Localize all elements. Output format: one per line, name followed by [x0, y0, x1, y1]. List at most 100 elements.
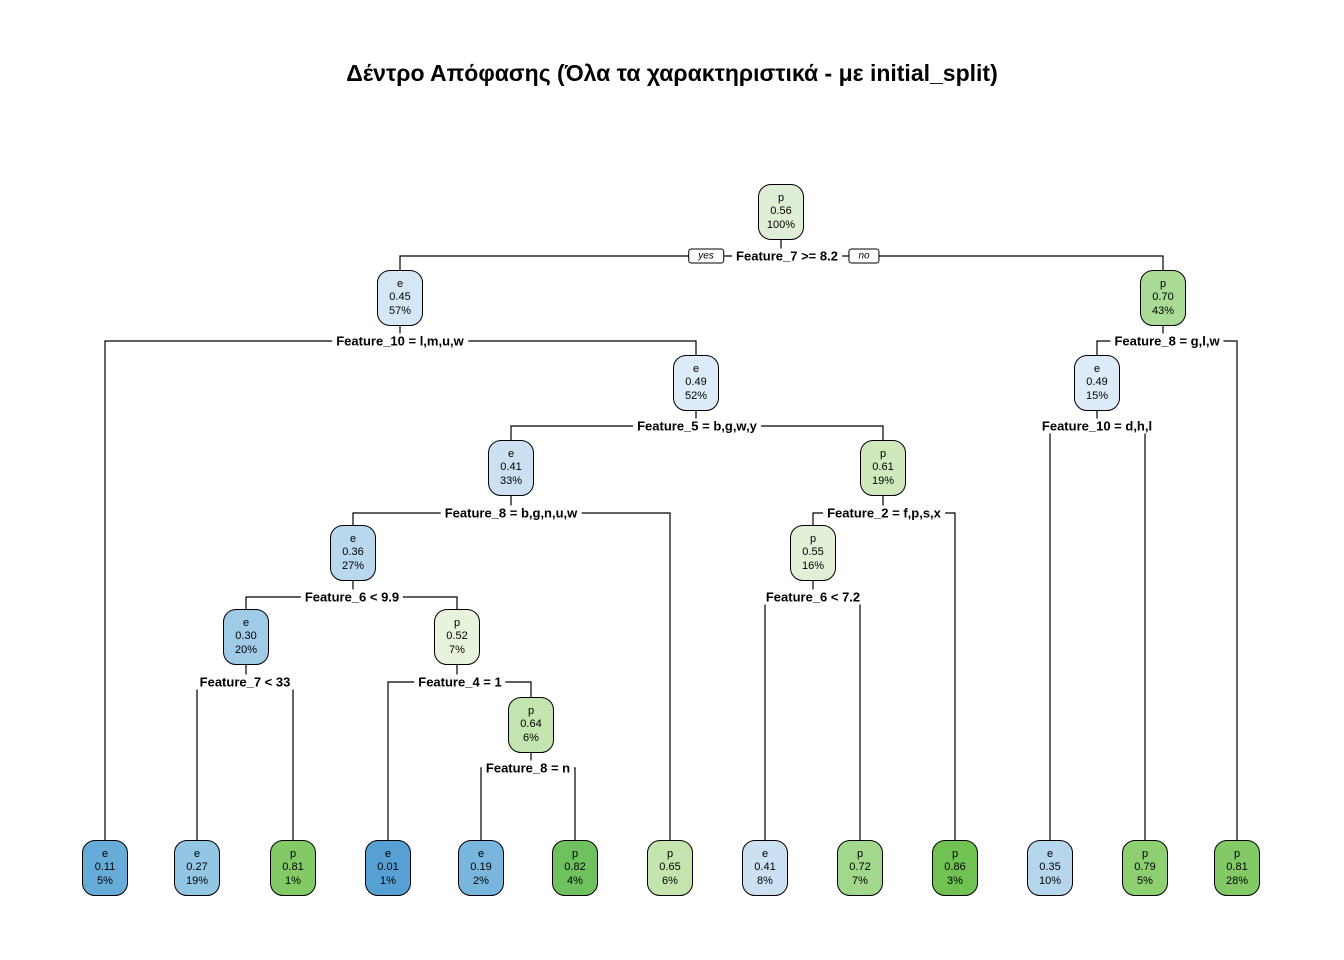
node-percentage: 20% [234, 643, 258, 656]
tree-leaf-1: e 0.11 5% [82, 840, 128, 896]
node-percentage: 7% [852, 874, 868, 887]
tree-node-n-rl: e 0.49 15% [1074, 355, 1120, 411]
tree-node-n-lrl: e 0.41 33% [488, 440, 534, 496]
node-probability: 0.81 [282, 861, 304, 874]
node-class-label: e [396, 277, 404, 290]
node-class-label: e [193, 847, 201, 860]
node-class-label: p [1141, 847, 1149, 860]
node-percentage: 57% [388, 304, 412, 317]
node-probability: 0.86 [944, 861, 966, 874]
node-percentage: 10% [1038, 874, 1062, 887]
split-label-7-feature-6: Feature_6 < 9.9 [300, 589, 404, 605]
tree-leaf-4: e 0.01 1% [365, 840, 411, 896]
node-class-label: p [1159, 277, 1167, 290]
node-probability: 0.79 [1134, 861, 1156, 874]
tree-node-n-6l: e 0.30 20% [223, 609, 269, 665]
node-class-label: e [1093, 362, 1101, 375]
node-class-label: p [951, 847, 959, 860]
parent-stub-lines [245, 239, 1164, 768]
node-probability: 0.01 [377, 861, 399, 874]
node-probability: 0.70 [1152, 291, 1174, 304]
node-probability: 0.49 [685, 376, 707, 389]
tree-leaf-13: p 0.81 28% [1214, 840, 1260, 896]
branch-elbow-lines [104, 255, 1238, 841]
node-probability: 0.19 [470, 861, 492, 874]
node-probability: 0.65 [659, 861, 681, 874]
tree-node-n-lr: e 0.49 52% [673, 355, 719, 411]
node-class-label: e [384, 847, 392, 860]
node-percentage: 4% [567, 874, 583, 887]
tree-node-n-lrll: e 0.36 27% [330, 525, 376, 581]
node-class-label: e [692, 362, 700, 375]
split-label-6-feature-2: Feature_2 = f,p,s,x [823, 505, 945, 521]
node-probability: 0.81 [1226, 861, 1248, 874]
node-percentage: 6% [662, 874, 678, 887]
node-class-label: p [809, 532, 817, 545]
node-probability: 0.41 [754, 861, 776, 874]
tree-leaf-10: p 0.86 3% [932, 840, 978, 896]
tree-node-n-7: p 0.64 6% [508, 697, 554, 753]
node-probability: 0.49 [1086, 376, 1108, 389]
node-percentage: 100% [766, 218, 796, 231]
node-probability: 0.61 [872, 461, 894, 474]
node-probability: 0.55 [802, 546, 824, 559]
node-class-label: p [879, 447, 887, 460]
node-class-label: p [666, 847, 674, 860]
node-probability: 0.45 [389, 291, 411, 304]
split-label-8-feature-6: Feature_6 < 7.2 [761, 589, 865, 605]
node-class-label: e [1046, 847, 1054, 860]
tree-node-n-lrr: p 0.61 19% [860, 440, 906, 496]
split-label-1-feature-10: Feature_10 = l,m,u,w [332, 333, 468, 349]
node-percentage: 19% [185, 874, 209, 887]
split-label-0-feature-7: Feature_7 >= 8.2 [732, 248, 842, 264]
split-label-9-feature-7: Feature_7 < 33 [195, 674, 295, 690]
tree-leaf-12: p 0.79 5% [1122, 840, 1168, 896]
node-probability: 0.41 [500, 461, 522, 474]
plot-title: Δέντρο Απόφασης (Όλα τα χαρακτηριστικά -… [346, 60, 998, 86]
node-percentage: 8% [757, 874, 773, 887]
node-probability: 0.11 [94, 861, 116, 874]
node-percentage: 33% [499, 474, 523, 487]
tree-leaf-5: e 0.19 2% [458, 840, 504, 896]
node-class-label: e [242, 616, 250, 629]
split-label-4-feature-10: Feature_10 = d,h,l [1037, 418, 1157, 434]
node-class-label: e [761, 847, 769, 860]
node-percentage: 16% [801, 559, 825, 572]
node-percentage: 1% [285, 874, 301, 887]
node-class-label: p [453, 616, 461, 629]
split-label-5-feature-8: Feature_8 = b,g,n,u,w [440, 505, 582, 521]
no-branch-badge: no [848, 248, 880, 264]
tree-leaf-2: e 0.27 19% [174, 840, 220, 896]
node-percentage: 27% [341, 559, 365, 572]
node-percentage: 1% [380, 874, 396, 887]
node-class-label: p [527, 704, 535, 717]
tree-leaf-9: p 0.72 7% [837, 840, 883, 896]
node-class-label: p [571, 847, 579, 860]
tree-node-n-lrrl: p 0.55 16% [790, 525, 836, 581]
node-percentage: 5% [1137, 874, 1153, 887]
tree-leaf-6: p 0.82 4% [552, 840, 598, 896]
node-class-label: e [101, 847, 109, 860]
split-label-10-feature-4: Feature_4 = 1 [414, 674, 506, 690]
node-percentage: 5% [97, 874, 113, 887]
tree-node-root: p 0.56 100% [758, 184, 804, 240]
node-percentage: 28% [1225, 874, 1249, 887]
node-class-label: e [507, 447, 515, 460]
node-probability: 0.82 [564, 861, 586, 874]
node-class-label: p [289, 847, 297, 860]
node-class-label: p [856, 847, 864, 860]
tree-leaf-8: e 0.41 8% [742, 840, 788, 896]
split-label-2-feature-8: Feature_8 = g,l,w [1110, 333, 1224, 349]
tree-leaf-7: p 0.65 6% [647, 840, 693, 896]
node-probability: 0.27 [186, 861, 208, 874]
node-percentage: 7% [449, 643, 465, 656]
node-probability: 0.52 [446, 630, 468, 643]
node-class-label: p [777, 191, 785, 204]
tree-leaf-11: e 0.35 10% [1027, 840, 1073, 896]
split-label-3-feature-5: Feature_5 = b,g,w,y [633, 418, 761, 434]
node-percentage: 52% [684, 389, 708, 402]
node-class-label: e [349, 532, 357, 545]
node-class-label: e [477, 847, 485, 860]
